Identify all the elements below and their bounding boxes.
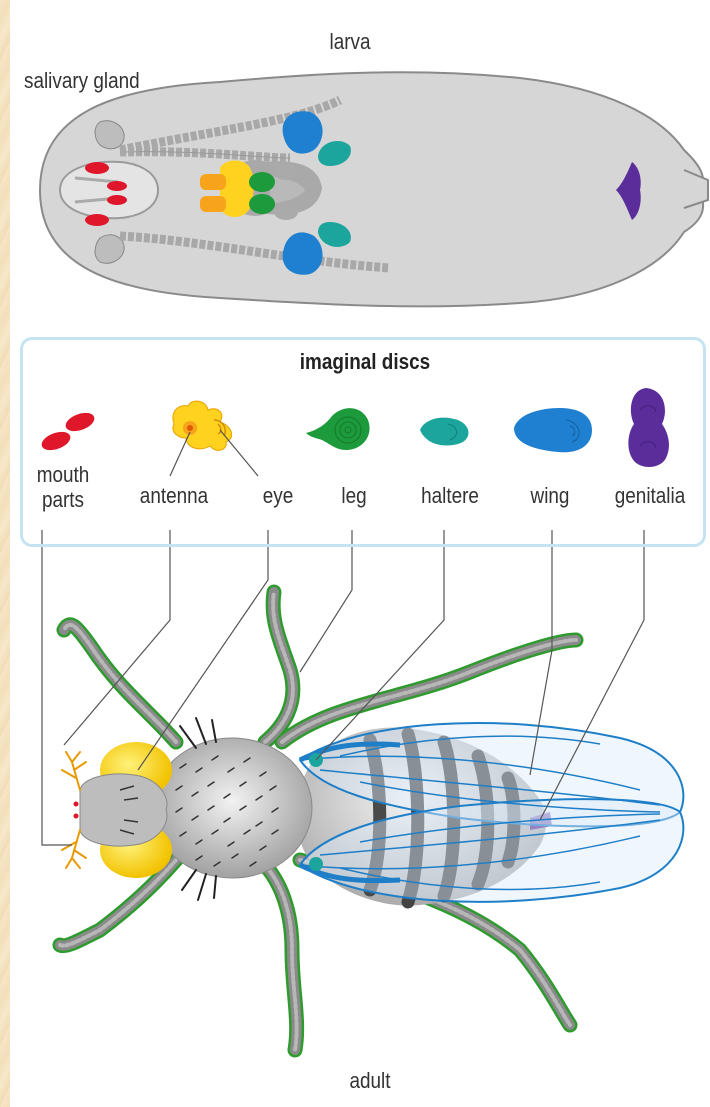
mouth-parts-label-line1: mouth <box>37 462 90 487</box>
adult-title: adult <box>327 1070 413 1092</box>
haltere-label: haltere <box>407 485 493 507</box>
larva-title: larva <box>307 31 393 53</box>
genitalia-label: genitalia <box>605 485 694 507</box>
larva-illustration <box>40 72 708 306</box>
fly-head <box>62 742 172 878</box>
salivary-gland-label: salivary gland <box>24 70 140 92</box>
antenna-label: antenna <box>131 485 217 507</box>
mouth-parts-label-line2: parts <box>42 487 84 512</box>
wing-label: wing <box>516 485 585 507</box>
adult-fly-illustration <box>60 592 683 1050</box>
leg-label: leg <box>330 485 378 507</box>
eye-label: eye <box>254 485 302 507</box>
imaginal-discs-title: imaginal discs <box>266 351 464 373</box>
fly-haltere <box>309 857 323 871</box>
mouth-parts-label: mouth parts <box>24 462 101 512</box>
